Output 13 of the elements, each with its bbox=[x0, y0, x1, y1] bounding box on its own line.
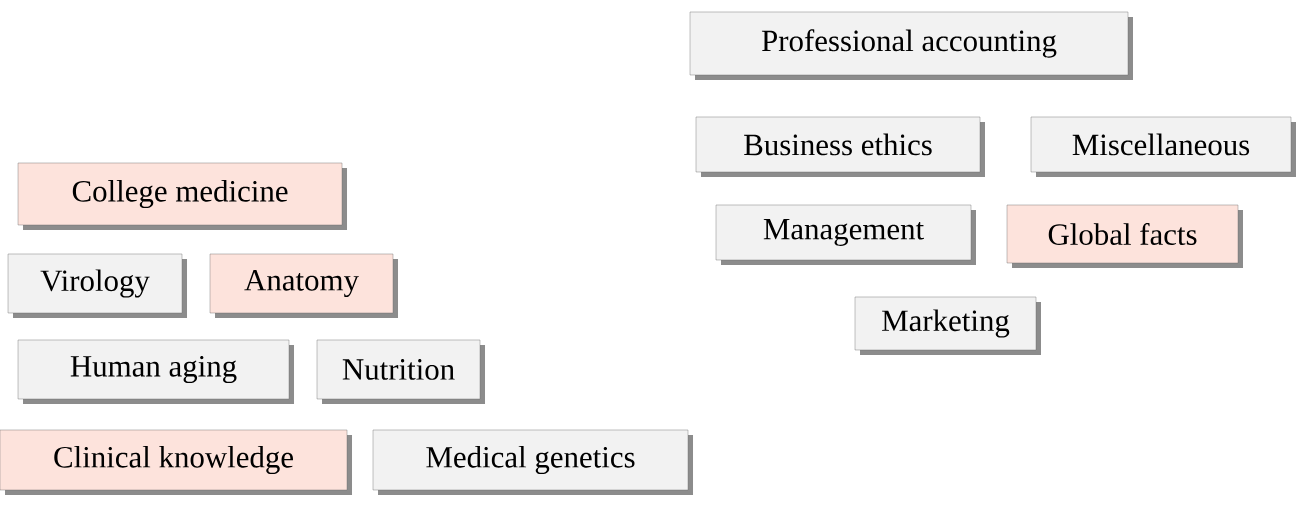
topic-box: Marketing bbox=[854, 296, 1041, 355]
topic-box: Business ethics bbox=[695, 116, 985, 177]
topic-box: Management bbox=[715, 204, 976, 265]
topic-box: Miscellaneous bbox=[1030, 116, 1296, 177]
topic-box: Human aging bbox=[17, 339, 294, 404]
topic-box: Anatomy bbox=[209, 253, 398, 318]
topic-box: Virology bbox=[7, 253, 187, 318]
topic-box: Global facts bbox=[1006, 204, 1243, 268]
topic-box: College medicine bbox=[17, 162, 347, 230]
topic-box: Professional accounting bbox=[689, 11, 1133, 80]
topic-box: Medical genetics bbox=[372, 429, 693, 495]
topic-box: Nutrition bbox=[316, 339, 485, 404]
topic-box: Clinical knowledge bbox=[0, 429, 352, 495]
